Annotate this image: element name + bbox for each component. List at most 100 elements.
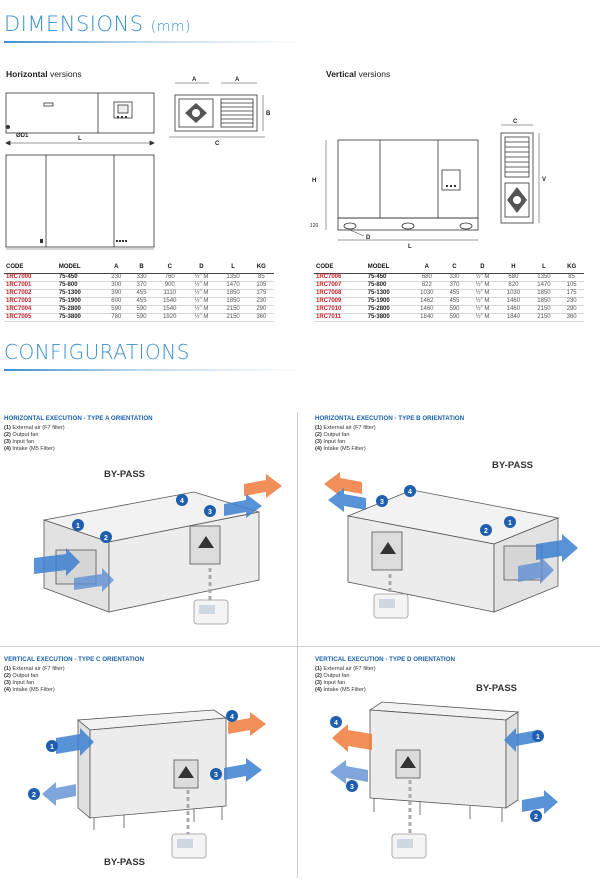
value-cell: 85	[559, 273, 584, 282]
value-cell: 900	[154, 281, 186, 290]
value-cell: 1540	[154, 305, 186, 314]
badge-number: 4	[230, 714, 234, 721]
column-header: MODEL	[56, 261, 104, 274]
value-cell: 1110	[154, 289, 186, 298]
value-cell: 370	[128, 281, 155, 290]
value-cell: 590	[103, 305, 129, 314]
column-header: H	[498, 261, 529, 274]
horizontal-side-drawing: ØD1 L	[5, 92, 155, 250]
value-cell: ½" M	[466, 273, 499, 282]
badge-number: 1	[50, 744, 54, 751]
horizontal-versions-word: versions	[49, 69, 82, 79]
badge-number: 2	[484, 528, 488, 535]
panel-a-bypass-label: BY-PASS	[104, 469, 146, 480]
legend-num: (4)	[4, 687, 11, 693]
legend-text: Input fan	[12, 439, 35, 445]
value-cell: 230	[103, 273, 129, 282]
legend-num: (2)	[4, 432, 11, 438]
label-l-horizontal: L	[78, 136, 82, 142]
badge-number: 4	[408, 489, 412, 496]
column-header: L	[528, 261, 560, 274]
value-cell: ½" M	[466, 289, 499, 298]
value-cell: 290	[559, 305, 584, 314]
legend-num: (4)	[315, 687, 322, 693]
badge-number: 1	[508, 520, 512, 527]
value-cell: 1840	[411, 313, 443, 322]
column-header: C	[442, 261, 467, 274]
vertical-side-drawing: H 120 D L	[310, 139, 479, 250]
panel-d-title: VERTICAL EXECUTION - TYPE D ORIENTATION	[315, 656, 455, 663]
value-cell: ½" M	[466, 305, 499, 314]
dimensions-title: DIMENSIONS (mm)	[4, 12, 191, 36]
model-cell: 75-450	[365, 273, 412, 282]
value-cell: 600	[103, 297, 129, 306]
value-cell: 820	[498, 281, 529, 290]
dimensions-unit: (mm)	[150, 19, 191, 35]
column-header: A	[103, 261, 129, 274]
legend-num: (1)	[4, 425, 11, 431]
value-cell: ½" M	[185, 273, 218, 282]
value-cell: 680	[498, 273, 529, 282]
badge-number: 4	[180, 498, 184, 505]
model-cell: 75-1900	[365, 297, 412, 306]
value-cell: 1850	[217, 289, 249, 298]
value-cell: 1850	[217, 297, 249, 306]
value-cell: 1840	[498, 313, 529, 322]
value-cell: 1460	[498, 305, 529, 314]
panel-b-unit-illustration: 1 2 3 4	[324, 472, 578, 619]
legend-text: Intake (M5 Filter)	[12, 446, 55, 452]
value-cell: 1540	[154, 297, 186, 306]
legend-text: Input fan	[323, 439, 346, 445]
value-cell: 300	[103, 281, 129, 290]
label-c-vertical: C	[513, 119, 518, 125]
value-cell: 455	[128, 289, 155, 298]
code-cell: 1RC7008	[314, 289, 366, 298]
value-cell: 590	[442, 305, 467, 314]
value-cell: 1920	[154, 313, 186, 322]
column-header: A	[411, 261, 443, 274]
value-cell: 330	[128, 273, 155, 282]
model-cell: 75-3800	[365, 313, 412, 322]
legend-text: Output fan	[323, 432, 350, 438]
column-header: KG	[248, 261, 274, 274]
code-cell: 1RC7009	[314, 297, 366, 306]
configurations-title: CONFIGURATIONS	[4, 340, 190, 364]
value-cell: 760	[154, 273, 186, 282]
value-cell: 175	[559, 289, 584, 298]
value-cell: 85	[248, 273, 274, 282]
model-cell: 75-1300	[365, 289, 412, 298]
value-cell: 105	[559, 281, 584, 290]
panel-a-legend: (1) External air (F7 filter) (2) Output …	[4, 425, 65, 453]
value-cell: 330	[442, 273, 467, 282]
badge-number: 3	[350, 784, 354, 791]
value-cell: 1030	[498, 289, 529, 298]
legend-num: (3)	[315, 680, 322, 686]
model-cell: 75-800	[365, 281, 412, 290]
value-cell: 455	[128, 297, 155, 306]
panel-a-title: HORIZONTAL EXECUTION - TYPE A ORIENTATIO…	[4, 415, 153, 422]
legend-num: (4)	[315, 446, 322, 452]
value-cell: 2150	[528, 305, 560, 314]
value-cell: 455	[442, 297, 467, 306]
value-cell: 590	[442, 313, 467, 322]
panel-c-legend: (1) External air (F7 filter) (2) Output …	[4, 666, 65, 694]
legend-num: (3)	[4, 439, 11, 445]
grid-divider-vertical	[297, 412, 298, 878]
vertical-front-drawing: C V	[500, 119, 546, 224]
badge-number: 1	[536, 734, 540, 741]
panel-b-legend: (1) External air (F7 filter) (2) Output …	[315, 425, 376, 453]
legend-text: External air (F7 filter)	[323, 425, 376, 431]
model-cell: 75-1900	[56, 297, 104, 306]
panel-d-legend: (1) External air (F7 filter) (2) Output …	[315, 666, 376, 694]
value-cell: 1350	[528, 273, 560, 282]
